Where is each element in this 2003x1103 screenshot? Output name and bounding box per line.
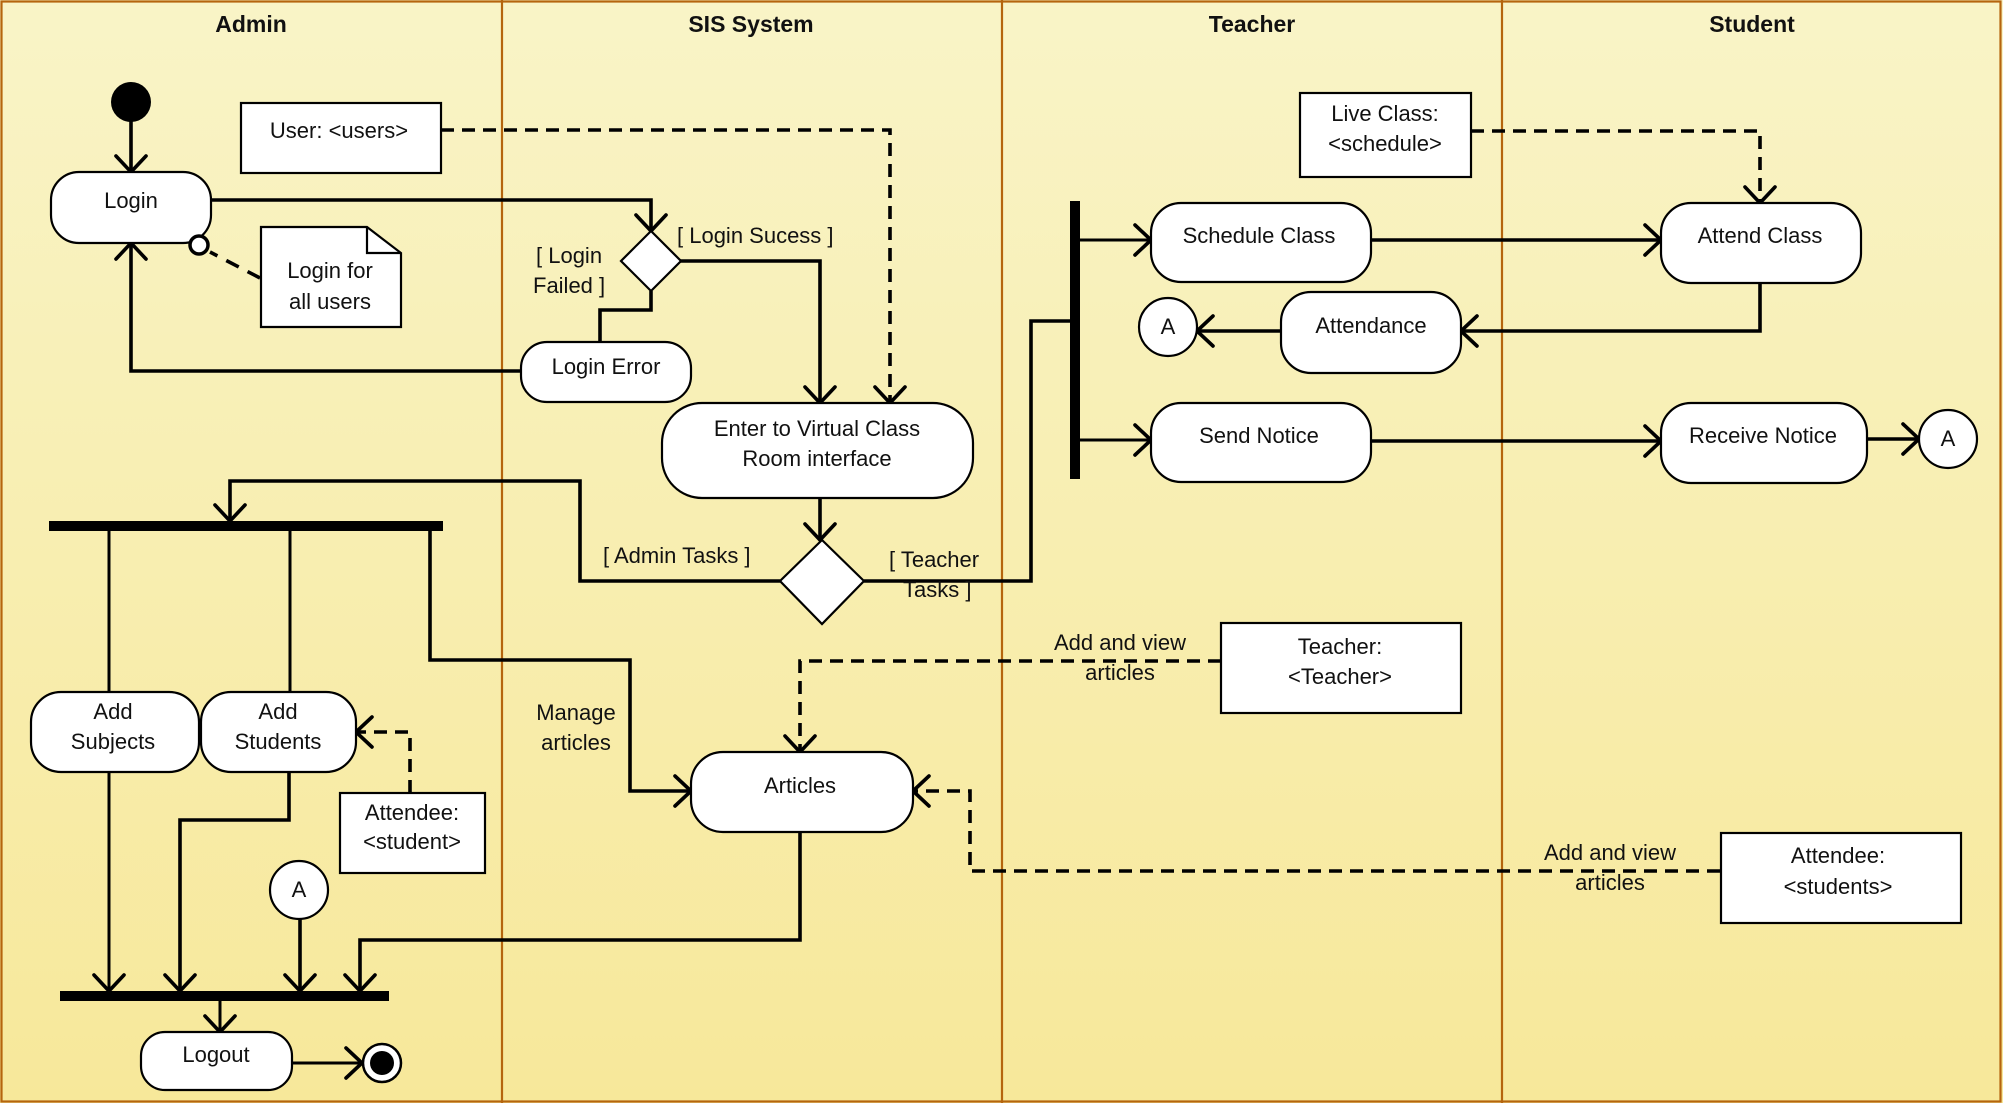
decision-tasks[interactable] xyxy=(778,538,866,626)
edge-attend-attendance xyxy=(1461,283,1762,333)
object-attendee-student-line1: Attendee: xyxy=(365,800,459,825)
object-flows xyxy=(209,128,1762,873)
swimlane-sis-system: SIS System xyxy=(688,11,813,37)
final-node-icon xyxy=(361,1042,403,1084)
connector-a-label: A xyxy=(292,877,307,902)
object-attendee-student[interactable]: Attendee: <student> xyxy=(338,791,487,875)
edge-admin-tasks xyxy=(228,479,780,583)
object-live-class[interactable]: Live Class: <schedule> xyxy=(1298,91,1473,179)
object-attendee-students-line1: Attendee: xyxy=(1791,843,1885,868)
activity-add-subjects-line2: Subjects xyxy=(71,729,155,754)
activity-attendance-label: Attendance xyxy=(1315,313,1426,338)
edge-live-class-attend xyxy=(1471,129,1762,203)
edge-fork-articles xyxy=(428,530,691,793)
edge-label-manage-articles-line1: Manage xyxy=(536,700,616,725)
lane-title-sis-system: SIS System xyxy=(688,11,813,37)
activity-receive-notice[interactable]: Receive Notice xyxy=(1659,401,1869,485)
activity-logout[interactable]: Logout xyxy=(139,1030,294,1092)
edge-teacher-articles xyxy=(798,659,1221,752)
activity-attend-class[interactable]: Attend Class xyxy=(1659,201,1863,285)
activity-add-students-line2: Students xyxy=(235,729,322,754)
edge-login-decision xyxy=(211,198,653,231)
connector-a-label: A xyxy=(1161,314,1176,339)
guard-admin-tasks: [ Admin Tasks ] xyxy=(603,543,751,568)
edge-login-failed xyxy=(598,291,653,342)
activity-login[interactable]: Login xyxy=(49,170,213,245)
guard-login-failed-line1: [ Login xyxy=(536,243,602,268)
object-attendee-students-line2: <students> xyxy=(1784,874,1893,899)
lane-title-admin: Admin xyxy=(215,11,287,37)
object-teacher[interactable]: Teacher: <Teacher> xyxy=(1219,621,1463,715)
object-live-class-line1: Live Class: xyxy=(1331,101,1439,126)
activity-enter-label-line2: Room interface xyxy=(742,446,891,471)
guard-teacher-tasks-line2: Tasks ] xyxy=(903,577,971,602)
connector-a-admin[interactable]: A xyxy=(268,859,330,921)
edge-label-student-add-view-line2: articles xyxy=(1575,870,1645,895)
initial-node-icon xyxy=(111,82,151,122)
object-teacher-line2: <Teacher> xyxy=(1288,664,1392,689)
connector-a-teacher[interactable]: A xyxy=(1137,296,1199,358)
edge-error-login xyxy=(129,243,521,373)
note-fold-icon xyxy=(365,227,401,255)
edge-teacher-tasks xyxy=(864,319,1070,583)
note-login-for-all-users[interactable]: Login for all users xyxy=(188,225,403,329)
swimlane-student: Student xyxy=(1709,11,1795,37)
activity-schedule-class[interactable]: Schedule Class xyxy=(1149,201,1373,284)
activity-receive-notice-label: Receive Notice xyxy=(1689,423,1837,448)
edges xyxy=(107,120,1919,1065)
object-attendee-students[interactable]: Attendee: <students> xyxy=(1719,831,1963,925)
join-bar-admin xyxy=(60,991,389,1001)
activity-login-error[interactable]: Login Error xyxy=(519,340,693,404)
activity-add-students[interactable]: Add Students xyxy=(199,690,358,774)
activity-articles[interactable]: Articles xyxy=(689,750,915,834)
object-attendee-student-line2: <student> xyxy=(363,829,461,854)
activity-articles-label: Articles xyxy=(764,773,836,798)
fork-bar-admin xyxy=(49,521,443,531)
activity-attendance[interactable]: Attendance xyxy=(1279,290,1463,375)
object-teacher-line1: Teacher: xyxy=(1298,634,1382,659)
activity-send-notice[interactable]: Send Notice xyxy=(1149,401,1373,484)
edge-note-login xyxy=(209,250,261,280)
note-line1: Login for xyxy=(287,258,373,283)
edge-label-teacher-add-view-line2: articles xyxy=(1085,660,1155,685)
arrowhead-icon xyxy=(803,522,837,542)
object-live-class-line2: <schedule> xyxy=(1328,131,1442,156)
swimlane-admin: Admin xyxy=(215,11,287,37)
connector-a-student[interactable]: A xyxy=(1917,408,1979,470)
activity-add-students-line1: Add xyxy=(258,699,297,724)
edge-attendee-students-articles xyxy=(913,789,1720,873)
activity-attend-class-label: Attend Class xyxy=(1698,223,1823,248)
fork-bar-teacher xyxy=(1070,201,1080,479)
edge-add-students-join xyxy=(178,772,291,991)
edge-label-teacher-add-view-line1: Add and view xyxy=(1054,630,1186,655)
note-line2: all users xyxy=(289,289,371,314)
guard-login-success: [ Login Sucess ] xyxy=(677,223,834,248)
object-user-label: User: <users> xyxy=(270,118,408,143)
connector-a-label: A xyxy=(1941,426,1956,451)
activity-enter-label-line1: Enter to Virtual Class xyxy=(714,416,920,441)
edge-label-student-add-view-line1: Add and view xyxy=(1544,840,1676,865)
guard-teacher-tasks-line1: [ Teacher xyxy=(889,547,979,572)
edge-label-manage-articles-line2: articles xyxy=(541,730,611,755)
lane-title-teacher: Teacher xyxy=(1209,11,1296,37)
object-user[interactable]: User: <users> xyxy=(239,101,443,175)
edge-attendee-student-add-students xyxy=(356,730,412,793)
edge-articles-join xyxy=(358,832,802,991)
activity-login-label: Login xyxy=(104,188,158,213)
activity-login-error-label: Login Error xyxy=(552,354,661,379)
swimlane-teacher: Teacher xyxy=(1209,11,1296,37)
activity-add-subjects[interactable]: Add Subjects xyxy=(29,690,201,774)
activity-add-subjects-line1: Add xyxy=(93,699,132,724)
guard-login-failed-line2: Failed ] xyxy=(533,273,605,298)
decision-login[interactable] xyxy=(619,229,683,293)
activity-send-notice-label: Send Notice xyxy=(1199,423,1319,448)
activity-schedule-class-label: Schedule Class xyxy=(1183,223,1336,248)
activity-enter-virtual-classroom[interactable]: Enter to Virtual Class Room interface xyxy=(660,401,975,500)
lane-title-student: Student xyxy=(1709,11,1795,37)
activity-logout-label: Logout xyxy=(182,1042,249,1067)
edge-user-enter xyxy=(441,128,892,403)
edge-login-success xyxy=(680,259,822,403)
note-anchor-icon xyxy=(188,234,210,256)
